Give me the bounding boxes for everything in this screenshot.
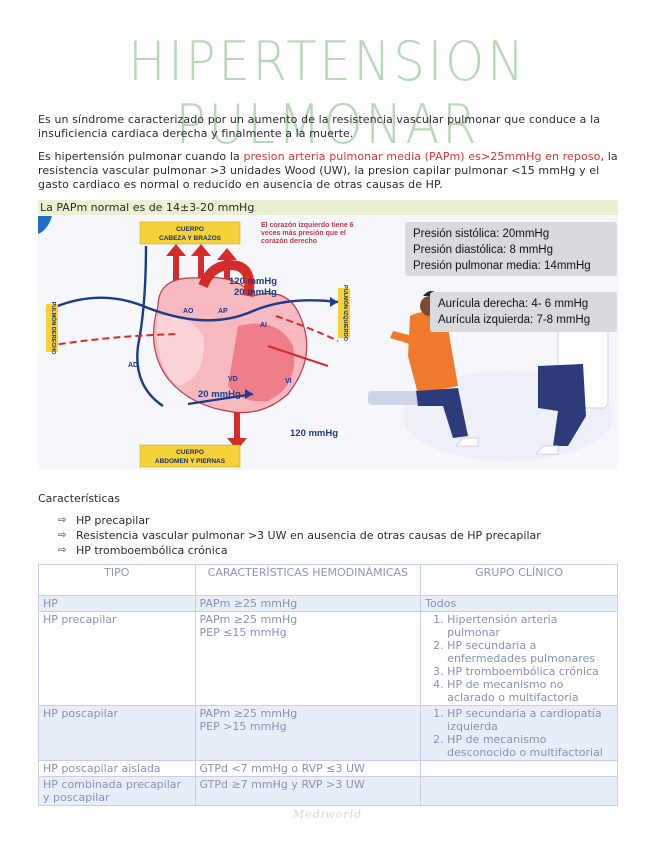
page-title: HIPERTENSION PULMONAR <box>128 30 527 156</box>
definition-paragraph: Es hipertensión pulmonar cuando la presi… <box>38 150 618 192</box>
table-row: HP combinada precapilar y poscapilar GTP… <box>38 776 618 806</box>
list-item: ⇨Resistencia vascular pulmonar >3 UW en … <box>58 529 541 542</box>
heart-diagram: CUERPO CABEZA Y BRAZOS PULMÓN DERECHO PU… <box>38 216 613 468</box>
cell-grupo: Hipertensión arteria pulmonar HP secunda… <box>420 611 618 706</box>
cell-caract: GTPd <7 mmHg o RVP ≤3 UW <box>194 760 422 777</box>
pressure-20-top: 20 mmHg <box>234 287 277 298</box>
right-atrium-pressure: Aurícula derecha: 4- 6 mmHg <box>438 298 589 310</box>
svg-text:ABDOMEN Y PIERNAS: ABDOMEN Y PIERNAS <box>155 458 226 465</box>
left-atrium-pressure: Aurícula izquierda: 7-8 mmHg <box>438 314 591 326</box>
list-item: HP secundaria a enfermedades pulmonares <box>447 639 613 665</box>
systolic-pressure: Presión sistólica: 20mmHg <box>413 228 550 240</box>
column-header-grupo: GRUPO CLÍNICO <box>420 564 618 596</box>
table-row: HP poscapilar aislada GTPd <7 mmHg o RVP… <box>38 760 618 777</box>
heart-figure: CUERPO CABEZA Y BRAZOS PULMÓN DERECHO PU… <box>38 216 618 470</box>
pressure-box-atria: Aurícula derecha: 4- 6 mmHg Aurícula izq… <box>430 292 617 332</box>
table-header-row: TIPO CARACTERÍSTICAS HEMODINÁMICAS GRUPO… <box>38 564 618 596</box>
list-item: HP tromboembólica crónica <box>447 665 613 678</box>
arrow-icon: ⇨ <box>58 530 67 541</box>
footer-watermark: Mediworld <box>292 808 363 821</box>
intro-paragraph: Es un síndrome caracterizado por un aume… <box>38 113 601 140</box>
definition-highlight: presion arteria pulmonar media (PAPm) es… <box>243 150 601 163</box>
list-item: HP de mecanismo desconocido o multifacto… <box>447 733 613 759</box>
svg-text:CUERPO: CUERPO <box>176 449 204 456</box>
pressure-box-pulmonary: Presión sistólica: 20mmHg Presión diastó… <box>405 222 617 276</box>
svg-text:PULMÓN IZQUIERDO: PULMÓN IZQUIERDO <box>342 285 350 342</box>
cell-grupo: Todos <box>420 595 618 612</box>
pressure-120-bottom: 120 mmHg <box>290 428 339 439</box>
cell-grupo <box>420 776 618 806</box>
table-row: HP PAPm ≥25 mmHg Todos <box>38 595 618 612</box>
svg-text:CUERPO: CUERPO <box>176 226 204 233</box>
svg-text:CABEZA Y BRAZOS: CABEZA Y BRAZOS <box>159 235 222 242</box>
highlight-bar <box>38 200 618 215</box>
hemodynamic-table: TIPO CARACTERÍSTICAS HEMODINÁMICAS GRUPO… <box>38 564 618 806</box>
definition-intro: Es hipertensión pulmonar cuando la <box>38 150 244 163</box>
list-item: ⇨HP tromboembólica crónica <box>58 544 228 557</box>
definition-rest: , la resistencia vascular pulmonar >3 un… <box>38 150 618 191</box>
characteristics-list: ⇨HP precapilar ⇨Resistencia vascular pul… <box>58 513 541 558</box>
cell-tipo: HP poscapilar aislada <box>38 760 196 777</box>
mean-pulmonary-pressure: Presión pulmonar media: 14mmHg <box>413 260 591 272</box>
chamber-ap: AP <box>218 308 228 315</box>
cell-tipo: HP combinada precapilar y poscapilar <box>38 776 196 806</box>
characteristics-heading: Características <box>38 492 121 505</box>
chamber-ao: AO <box>183 308 194 315</box>
cell-caract: PAPm ≥25 mmHg PEP >15 mmHg <box>194 705 422 761</box>
cell-caract: PAPm ≥25 mmHg PEP ≤15 mmHg <box>194 611 422 706</box>
arrow-icon: ⇨ <box>58 545 67 556</box>
table-row: HP poscapilar PAPm ≥25 mmHg PEP >15 mmHg… <box>38 705 618 761</box>
heart-note: El corazón izquierdo tiene 6 veces más p… <box>261 222 354 245</box>
pressure-20-bottom: 20 mmHg <box>198 389 241 400</box>
cell-tipo: HP <box>38 595 196 612</box>
list-item: Hipertensión arteria pulmonar <box>447 613 613 639</box>
cell-caract: GTPd ≥7 mmHg y RVP >3 UW <box>194 776 422 806</box>
cell-tipo: HP precapilar <box>38 611 196 706</box>
chamber-vd: VD <box>228 376 238 383</box>
arrow-icon: ⇨ <box>58 515 67 526</box>
column-header-tipo: TIPO <box>38 564 196 596</box>
list-item: ⇨HP precapilar <box>58 514 150 527</box>
column-header-caracteristicas: CARACTERÍSTICAS HEMODINÁMICAS <box>194 564 422 596</box>
table-row: HP precapilar PAPm ≥25 mmHg PEP ≤15 mmHg… <box>38 611 618 706</box>
pressure-120-top: 120 mmHg <box>229 276 278 287</box>
list-item: HP secundaria a cardiopatía izquierda <box>447 707 613 733</box>
chamber-ai: AI <box>260 322 267 329</box>
cell-tipo: HP poscapilar <box>38 705 196 761</box>
diastolic-pressure: Presión diastólica: 8 mmHg <box>413 244 553 256</box>
papm-normal-text: La PAPm normal es de 14±3-20 mmHg <box>40 201 255 214</box>
list-item: HP de mecanismo no aclarado o multifacto… <box>447 678 613 704</box>
cell-grupo: HP secundaria a cardiopatía izquierda HP… <box>420 705 618 761</box>
cell-caract: PAPm ≥25 mmHg <box>194 595 422 612</box>
chamber-ad: AD <box>128 362 139 369</box>
chamber-vi: VI <box>285 378 292 385</box>
svg-text:PULMÓN DERECHO: PULMÓN DERECHO <box>50 302 58 356</box>
cell-grupo <box>420 760 618 777</box>
